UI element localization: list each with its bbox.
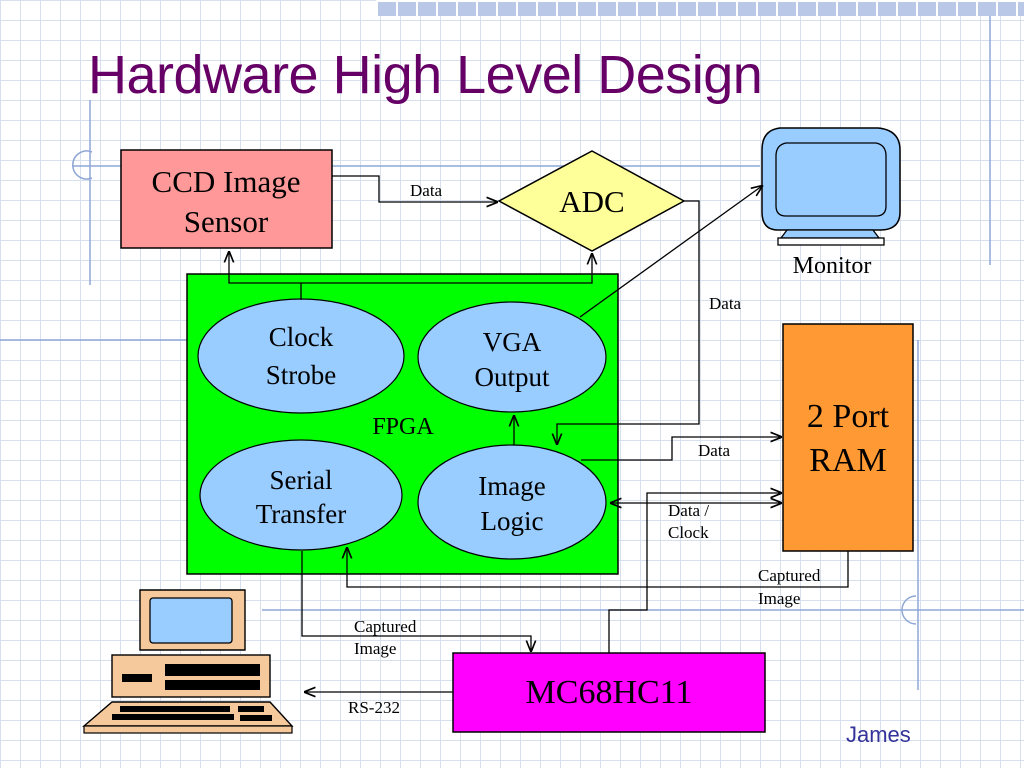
- clock-strobe-label-2: Strobe: [266, 360, 337, 390]
- monitor-label: Monitor: [793, 253, 872, 279]
- fpga-label: FPGA: [372, 414, 434, 440]
- image-logic-label-1: Image: [478, 471, 545, 501]
- adc-label: ADC: [559, 184, 624, 219]
- slide-footer-author: James: [846, 722, 911, 747]
- header-decoration-band: [376, 0, 1024, 16]
- adc-image-label: Data: [709, 294, 742, 313]
- vga-output-label-1: VGA: [483, 327, 542, 357]
- vga-output-module: VGA Output: [417, 301, 607, 413]
- adc-block: ADC: [497, 150, 686, 252]
- ram-label-2: RAM: [809, 442, 886, 479]
- serial-mcu-label-2: Image: [354, 639, 396, 658]
- data-clock-label-2: Clock: [668, 523, 709, 542]
- vga-output-label-2: Output: [474, 362, 550, 392]
- mcu-label: MC68HC11: [526, 674, 693, 711]
- ccd-label-2: Sensor: [184, 204, 269, 239]
- rs232-label: RS-232: [348, 698, 400, 717]
- clock-strobe-label-1: Clock: [269, 322, 334, 352]
- clock-strobe-module: Clock Strobe: [197, 298, 405, 414]
- image-logic-module: Image Logic: [417, 444, 607, 560]
- slide-title: Hardware High Level Design: [88, 45, 763, 105]
- ram-serial-label-2: Image: [758, 589, 800, 608]
- dual-port-ram-block: 2 Port RAM: [782, 323, 914, 552]
- mc68hc11-block: MC68HC11: [452, 652, 766, 733]
- monitor-icon: [761, 127, 901, 246]
- data-clock-label-1: Data /: [668, 501, 709, 520]
- ccd-adc-label: Data: [410, 181, 443, 200]
- ram-serial-label-1: Captured: [758, 566, 821, 585]
- ccd-image-sensor-block: CCD Image Sensor: [120, 149, 333, 249]
- desktop-computer-icon: [82, 589, 294, 734]
- ccd-label-1: CCD Image: [152, 164, 301, 199]
- serial-transfer-label-1: Serial: [270, 465, 333, 495]
- serial-transfer-label-2: Transfer: [256, 499, 347, 529]
- image-ram-label: Data: [698, 441, 731, 460]
- ram-label-1: 2 Port: [807, 398, 890, 435]
- serial-mcu-label-1: Captured: [354, 617, 417, 636]
- image-logic-label-2: Logic: [481, 506, 544, 536]
- serial-transfer-module: Serial Transfer: [199, 439, 403, 551]
